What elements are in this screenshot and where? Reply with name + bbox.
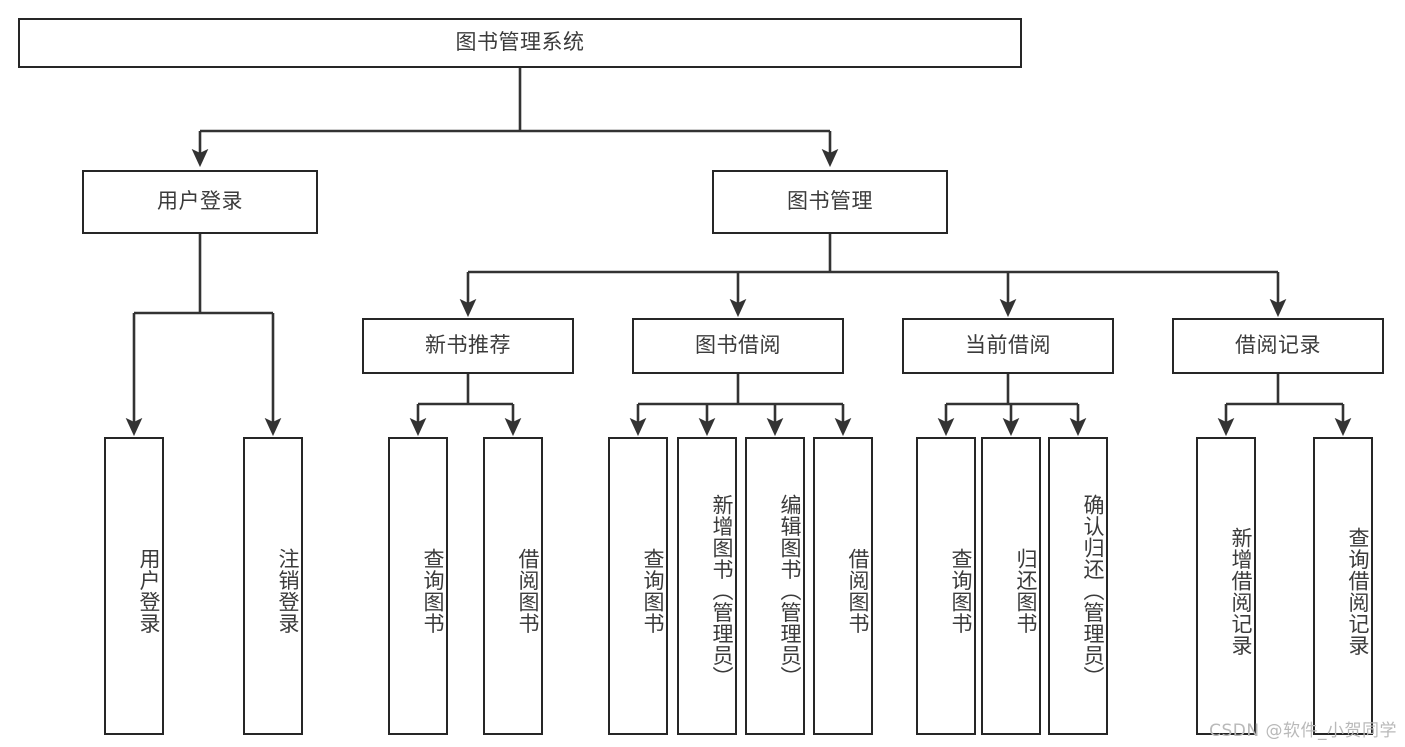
- leaf-label: 确认归还（管理员）: [1081, 494, 1105, 688]
- leaf-label: 新增借阅记录: [1229, 526, 1253, 656]
- node-leaf-add-book[interactable]: 新增图书（管理员）: [677, 437, 737, 735]
- node-new-book-recommend[interactable]: 新书推荐: [362, 318, 574, 374]
- node-book-manage[interactable]: 图书管理: [712, 170, 948, 234]
- node-root-system[interactable]: 图书管理系统: [18, 18, 1022, 68]
- node-leaf-return-book[interactable]: 归还图书: [981, 437, 1041, 735]
- node-leaf-query-record[interactable]: 查询借阅记录: [1313, 437, 1373, 735]
- leaf-label: 新增图书（管理员）: [710, 494, 734, 688]
- leaf-label: 查询图书: [949, 548, 973, 634]
- csdn-watermark: CSDN @软件_小贺同学: [1209, 721, 1397, 741]
- node-leaf-user-login[interactable]: 用户登录: [104, 437, 164, 735]
- node-leaf-borrow-book-2[interactable]: 借阅图书: [813, 437, 873, 735]
- leaf-label: 编辑图书（管理员）: [778, 494, 802, 688]
- node-leaf-query-book-2[interactable]: 查询图书: [608, 437, 668, 735]
- leaf-label: 归还图书: [1014, 548, 1038, 634]
- node-book-borrow[interactable]: 图书借阅: [632, 318, 844, 374]
- node-borrow-record[interactable]: 借阅记录: [1172, 318, 1384, 374]
- node-leaf-borrow-book-1[interactable]: 借阅图书: [483, 437, 543, 735]
- node-current-borrow[interactable]: 当前借阅: [902, 318, 1114, 374]
- leaf-label: 借阅图书: [516, 548, 540, 634]
- node-leaf-query-book-3[interactable]: 查询图书: [916, 437, 976, 735]
- node-leaf-logout[interactable]: 注销登录: [243, 437, 303, 735]
- leaf-label: 查询图书: [421, 548, 445, 634]
- node-leaf-edit-book[interactable]: 编辑图书（管理员）: [745, 437, 805, 735]
- node-leaf-query-book-1[interactable]: 查询图书: [388, 437, 448, 735]
- node-leaf-confirm-return[interactable]: 确认归还（管理员）: [1048, 437, 1108, 735]
- leaf-label: 查询借阅记录: [1346, 526, 1370, 656]
- leaf-label: 用户登录: [137, 548, 161, 634]
- leaf-label: 查询图书: [641, 548, 665, 634]
- node-leaf-add-record[interactable]: 新增借阅记录: [1196, 437, 1256, 735]
- node-user-login[interactable]: 用户登录: [82, 170, 318, 234]
- leaf-label: 注销登录: [276, 548, 300, 634]
- leaf-label: 借阅图书: [846, 548, 870, 634]
